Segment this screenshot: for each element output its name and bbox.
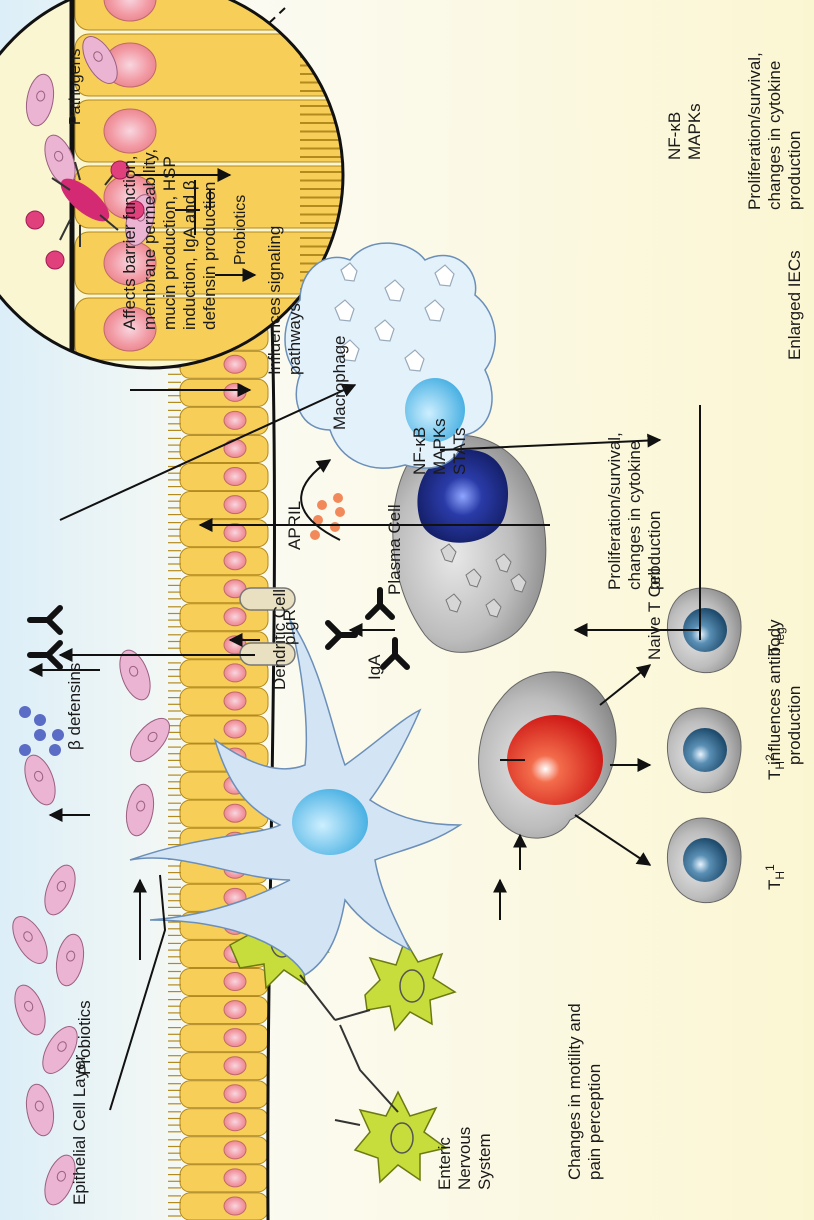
epithelial-nucleus <box>224 383 246 401</box>
label-pigr: pIgR <box>280 609 299 645</box>
label-iga: IgA <box>365 654 384 680</box>
label-april: APRIL <box>285 501 304 550</box>
label-zoom-path-1: NF-κB <box>665 112 684 160</box>
label-macro-path-2: MAPKs <box>430 418 449 475</box>
epithelial-nucleus <box>224 496 246 514</box>
epithelial-nucleus <box>224 552 246 570</box>
label-macro-outcome-3: production <box>645 511 664 590</box>
label-enlarged-iecs: Enlarged IECs <box>785 250 804 360</box>
dendritic-nucleus <box>292 789 368 855</box>
label-zoom-path-2: MAPKs <box>685 103 704 160</box>
epithelial-nucleus <box>224 1029 246 1047</box>
label-antibody-2: production <box>785 686 804 765</box>
label-enteric-3: System <box>475 1133 494 1190</box>
epithelial-nucleus <box>224 1001 246 1019</box>
label-motility-1: Changes in motility and <box>565 1003 584 1180</box>
label-signaling-1: Influences signaling <box>265 226 284 375</box>
label-zoom-outcome-1: Proliferation/survival, <box>745 52 764 210</box>
epithelial-nucleus <box>224 804 246 822</box>
epithelial-nucleus <box>224 1169 246 1187</box>
label-zoom-outcome-2: changes in cytokine <box>765 61 784 210</box>
label-macro-outcome-2: changes in cytokine <box>625 441 644 590</box>
epithelial-nucleus <box>224 468 246 486</box>
epithelial-nucleus <box>224 1141 246 1159</box>
label-barrier-2: membrane permeability, <box>140 149 159 330</box>
label-pathogens: Pathogens <box>67 48 84 125</box>
label-plasma-cell: Plasma Cell <box>385 504 404 595</box>
epithelial-nucleus <box>224 411 246 429</box>
epithelial-nucleus <box>224 692 246 710</box>
epithelial-nucleus <box>224 355 246 373</box>
label-barrier-4: induction, IgA and β <box>180 180 199 330</box>
label-zoom-outcome-3: production <box>785 131 804 210</box>
label-macro-path-3: STATs <box>450 427 469 475</box>
label-beta-defensins: β defensins <box>65 663 84 750</box>
label-barrier-1: Affects barrier function, <box>120 156 139 331</box>
label-enteric-2: Nervous <box>455 1127 474 1190</box>
label-epithelial-layer: Epithelial Cell Layer <box>70 1054 89 1205</box>
epithelial-nucleus <box>224 1085 246 1103</box>
epithelial-nucleus <box>224 440 246 458</box>
label-macro-outcome-1: Proliferation/survival, <box>605 432 624 590</box>
label-zoom-probiotics: Probiotics <box>232 195 249 265</box>
epithelial-nucleus <box>224 524 246 542</box>
label-motility-2: pain perception <box>585 1064 604 1180</box>
label-barrier-3: mucin production, HSP <box>160 156 179 330</box>
epithelial-nucleus <box>224 720 246 738</box>
label-macrophage: Macrophage <box>330 335 349 430</box>
epithelial-nucleus <box>224 664 246 682</box>
label-enteric-1: Enteric <box>435 1137 454 1190</box>
epithelial-nucleus <box>224 973 246 991</box>
epithelial-nucleus <box>224 1197 246 1215</box>
epithelial-nucleus <box>224 608 246 626</box>
epithelial-nucleus <box>224 1113 246 1131</box>
label-macro-path-1: NF-κB <box>410 427 429 475</box>
epithelial-nucleus <box>224 1057 246 1075</box>
label-barrier-5: defensin production <box>200 182 219 330</box>
label-signaling-2: pathways <box>285 303 304 375</box>
